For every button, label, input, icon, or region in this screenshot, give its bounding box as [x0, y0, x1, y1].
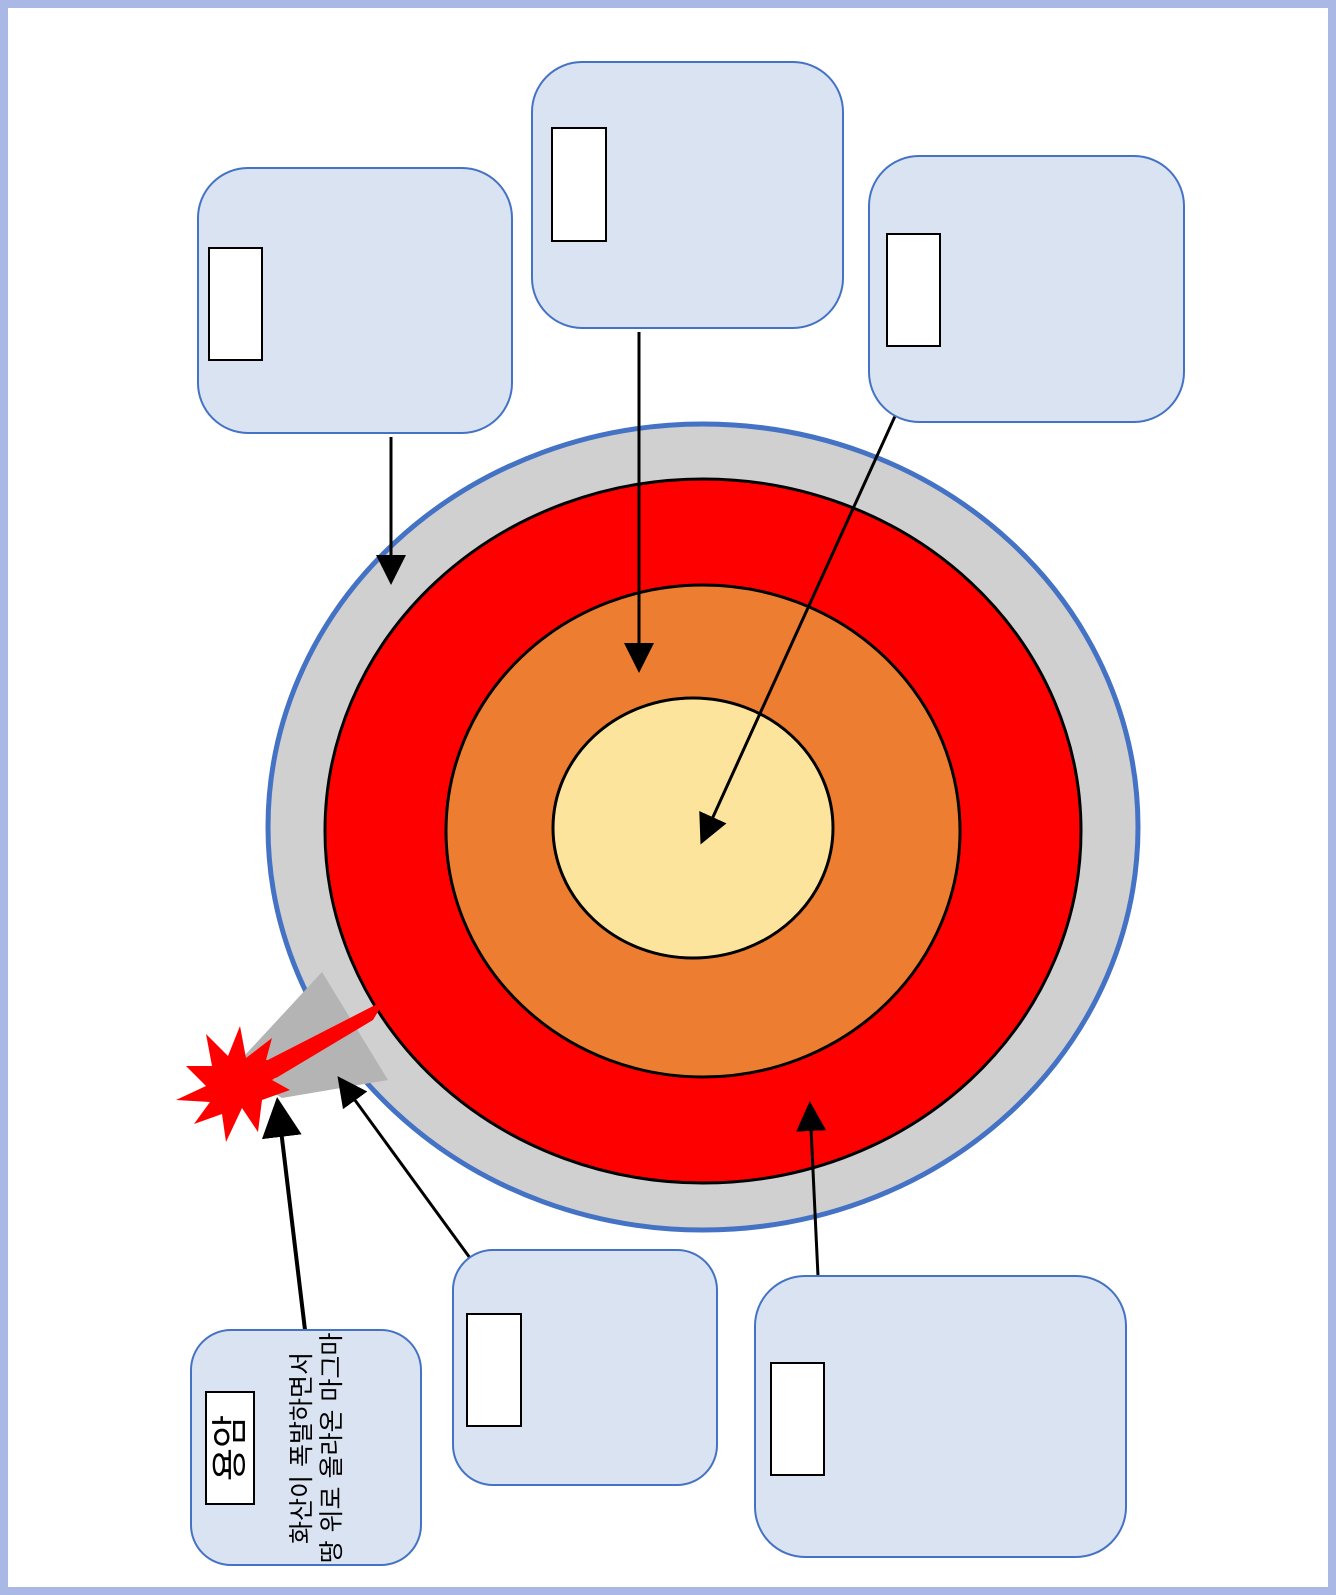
- label-box-outer-core: [531, 61, 844, 329]
- arrow-to-mantle: [796, 1101, 827, 1277]
- answer-blank-inner-core[interactable]: [886, 233, 941, 347]
- arrow-to-volcano: [337, 1076, 472, 1259]
- arrow-to-inner-core: [699, 413, 898, 845]
- answer-blank-mantle[interactable]: [770, 1362, 825, 1476]
- arrow-to-lava: [261, 1097, 307, 1331]
- answer-blank-crust[interactable]: [208, 247, 263, 361]
- answer-box-lava: [205, 1391, 255, 1505]
- lava-description-line1: 화산이 폭발하면서: [287, 1352, 316, 1544]
- answer-blank-volcano[interactable]: [466, 1313, 522, 1427]
- eruption-burst: [176, 1026, 296, 1142]
- label-box-lava: 용암 화산이 폭발하면서 땅 위로 올라온 마그마: [190, 1329, 422, 1566]
- label-box-volcano: [452, 1249, 718, 1486]
- lava-answer: 용암: [210, 1415, 251, 1481]
- label-box-crust: [197, 167, 513, 434]
- lava-description-line2: 땅 위로 올라온 마그마: [317, 1333, 346, 1564]
- label-box-inner-core: [868, 155, 1185, 423]
- answer-blank-outer-core[interactable]: [551, 127, 607, 242]
- inner-core-layer: [551, 696, 835, 960]
- magma-channel: [262, 1000, 385, 1078]
- label-box-mantle: [754, 1275, 1127, 1558]
